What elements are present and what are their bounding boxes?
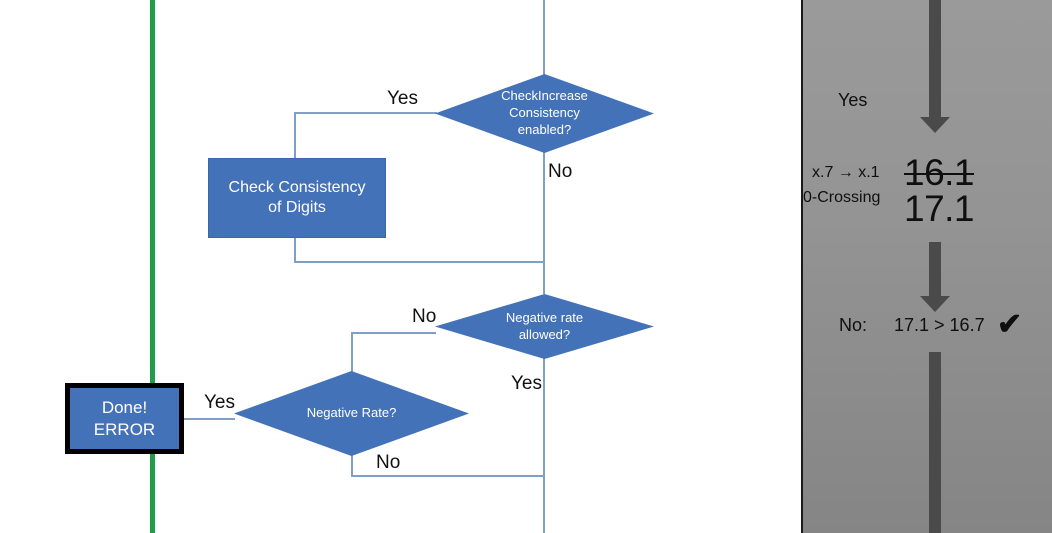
panel-verdict-label: No:: [839, 315, 868, 335]
panel-zero-crossing-label: 0-Crossing: [803, 189, 881, 206]
panel-arrow-1-shaft: [929, 0, 941, 118]
panel-value-old: 16.1: [904, 152, 975, 193]
panel-verdict-expression: 17.1 > 16.7: [894, 315, 985, 335]
panel-arrow-2-shaft: [929, 242, 941, 297]
connector-main-spine-mid: [543, 152, 545, 294]
connector-yes-to-consistency-vertical: [294, 112, 296, 159]
connector-negrate-yes-to-done: [183, 418, 235, 420]
process-check-consistency-line2: of Digits: [268, 199, 326, 216]
terminator-done-line1: Done!: [101, 397, 148, 417]
panel-arrow-2-head: [920, 296, 950, 312]
branch-label-negative-allowed-yes: Yes: [511, 373, 542, 394]
connector-main-spine-lower: [543, 358, 545, 533]
connector-main-spine-top: [543, 0, 545, 75]
decision-negative-rate-allowed-line2: allowed?: [518, 326, 571, 342]
decision-negative-rate[interactable]: Negative Rate?: [234, 371, 469, 456]
decision-check-increase-line2: Consistency: [509, 105, 580, 121]
connector-negallowed-no-vertical: [351, 332, 353, 372]
terminator-done-line2: ERROR: [93, 419, 156, 439]
panel-verdict-check-icon: ✔: [997, 308, 1023, 341]
connector-negrate-no-horizontal: [351, 475, 544, 477]
connector-negrate-no-vertical: [351, 455, 353, 477]
decision-check-increase-label: CheckIncrease Consistency enabled?: [435, 74, 654, 153]
terminator-done-error[interactable]: Done! ERROR: [65, 383, 184, 454]
connector-consistency-return-vertical: [294, 235, 296, 263]
decision-negative-rate-line1: Negative Rate?: [306, 405, 397, 421]
branch-label-negative-rate-yes: Yes: [204, 392, 235, 413]
connector-yes-to-consistency-horizontal: [294, 112, 437, 114]
decision-check-increase-line3: enabled?: [517, 121, 572, 137]
connector-negallowed-no-horizontal: [351, 332, 436, 334]
branch-label-negative-rate-no: No: [376, 452, 401, 473]
panel-arrow-3-shaft: [929, 352, 941, 533]
annotation-panel: Yes x.7 → x.1 0-Crossing 16.1 17.1 No: 1…: [801, 0, 1052, 533]
connector-consistency-return-horizontal: [294, 261, 544, 263]
branch-label-negative-allowed-no: No: [412, 306, 437, 327]
decision-negative-rate-allowed[interactable]: Negative rate allowed?: [435, 294, 654, 359]
panel-arrow-1-head: [920, 117, 950, 133]
branch-label-check-increase-no: No: [548, 161, 573, 182]
decision-negative-rate-allowed-label: Negative rate allowed?: [435, 294, 654, 359]
branch-label-check-increase-yes: Yes: [387, 88, 418, 109]
process-check-consistency-of-digits[interactable]: Check Consistency of Digits: [208, 158, 386, 238]
panel-value-new: 17.1: [904, 188, 975, 229]
green-divider-line: [150, 0, 155, 533]
decision-negative-rate-allowed-line1: Negative rate: [505, 309, 584, 325]
panel-yes-label: Yes: [838, 90, 868, 110]
decision-check-increase-consistency[interactable]: CheckIncrease Consistency enabled?: [435, 74, 654, 153]
panel-rounding-label: x.7 → x.1: [812, 164, 880, 181]
process-check-consistency-line1: Check Consistency: [228, 178, 366, 196]
decision-negative-rate-label: Negative Rate?: [234, 371, 469, 456]
decision-check-increase-line1: CheckIncrease: [501, 88, 588, 104]
